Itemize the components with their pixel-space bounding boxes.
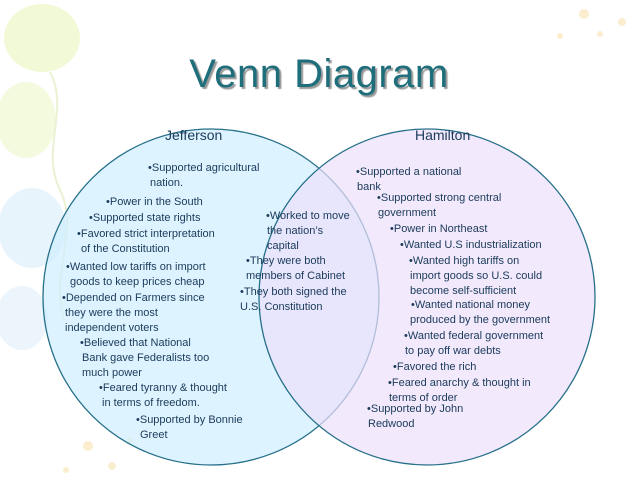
balloon-decoration (4, 4, 80, 72)
jefferson-item-line: •Supported state rights (89, 212, 201, 224)
hamilton-item-line: •Favored the rich (393, 361, 477, 373)
hamilton-item-line: government (378, 207, 437, 219)
hamilton-item-line: •Power in Northeast (390, 223, 488, 235)
jefferson-item-line: •Favored strict interpretation (77, 228, 215, 240)
hamilton-item-line: to pay off war debts (405, 345, 501, 357)
both-item-line: the nation’s (267, 225, 324, 237)
jefferson-item-line: of the Constitution (81, 243, 170, 255)
star-decoration (63, 467, 69, 473)
hamilton-item-line: •Wanted U.S industrialization (400, 239, 542, 251)
star-decoration (108, 462, 116, 470)
both-item-line: capital (267, 240, 299, 252)
jefferson-item-line: in terms of freedom. (102, 397, 200, 409)
jefferson-item-line: much power (82, 367, 142, 379)
jefferson-item-line: goods to keep prices cheap (70, 276, 205, 288)
jefferson-item-line: independent voters (65, 322, 159, 334)
balloon-decoration (0, 286, 48, 350)
both-item-line: •They were both (246, 255, 326, 267)
jefferson-item-line: •Feared tyranny & thought (99, 382, 227, 394)
jefferson-item-line: •Supported by Bonnie (136, 414, 243, 426)
jefferson-item-line: •Wanted low tariffs on import (66, 261, 206, 273)
hamilton-item-line: •Supported strong central (377, 192, 502, 204)
jefferson-item-line: •Power in the South (106, 196, 203, 208)
both-item-line: U.S. Constitution (240, 301, 323, 313)
both-item-line: •They both signed the (240, 286, 347, 298)
both-item-line: •Worked to move (266, 210, 350, 222)
jefferson-item-line: •Believed that National (80, 337, 191, 349)
page-title: Venn Diagram (189, 52, 449, 96)
both-item-line: members of Cabinet (246, 270, 346, 282)
star-decoration (83, 441, 93, 451)
hamilton-item-line: bank (357, 181, 381, 193)
hamilton-item-line: become self-sufficient (410, 285, 517, 297)
jefferson-item-line: •Depended on Farmers since (62, 292, 205, 304)
hamilton-item-line: terms of order (389, 392, 458, 404)
hamilton-item-line: produced by the government (410, 314, 551, 326)
hamilton-item-line: •Wanted national money (411, 299, 531, 311)
star-decoration (579, 9, 589, 19)
star-decoration (557, 33, 563, 39)
hamilton-circle (258, 128, 596, 466)
hamilton-item-line: •Wanted high tariffs on (409, 255, 520, 267)
jefferson-item-line: Greet (140, 429, 168, 441)
jefferson-item-line: Bank gave Federalists too (82, 352, 210, 364)
hamilton-item-line: •Feared anarchy & thought in (388, 377, 531, 389)
star-decoration (618, 18, 626, 26)
hamilton-item-line: import goods so U.S. could (410, 270, 543, 282)
balloon-decoration (0, 82, 56, 158)
star-decoration (597, 31, 603, 37)
hamilton-item-line: •Wanted federal government (404, 330, 544, 342)
jefferson-item-line: they were the most (65, 307, 158, 319)
set-label-hamilton: Hamilton (415, 127, 471, 143)
hamilton-item-line: Redwood (368, 418, 415, 430)
hamilton-item-line: •Supported by John (367, 403, 464, 415)
set-label-jefferson: Jefferson (165, 127, 223, 143)
jefferson-item-line: nation. (150, 177, 184, 189)
jefferson-item-line: •Supported agricultural (148, 162, 260, 174)
hamilton-item-line: •Supported a national (356, 166, 462, 178)
balloon-decoration (0, 188, 66, 268)
